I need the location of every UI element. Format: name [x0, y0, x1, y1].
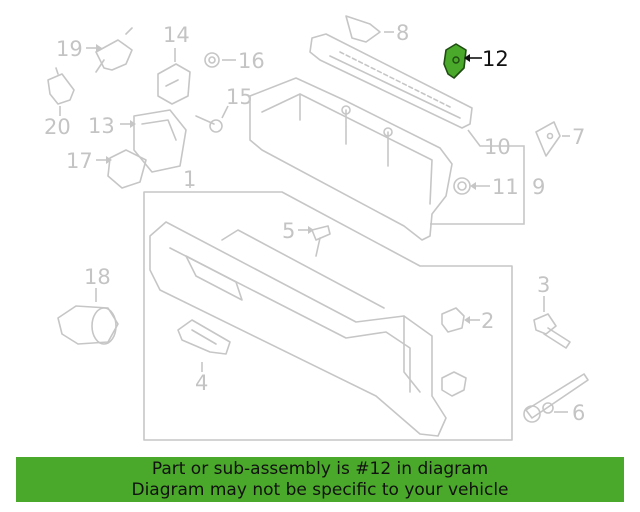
part-11-bumper [453, 177, 471, 195]
part-8-bracket [345, 15, 381, 43]
callout-10: 10 [484, 135, 511, 159]
leader-10 [430, 129, 525, 225]
part-1-outline [143, 191, 513, 441]
part-13-latch [133, 109, 187, 173]
callout-6: 6 [572, 401, 585, 425]
callout-19: 19 [56, 37, 83, 61]
part-10-hinge-strip [309, 33, 473, 129]
callout-17: 17 [66, 149, 93, 173]
callout-16: 16 [238, 49, 265, 73]
callout-1: 1 [183, 167, 196, 191]
callout-15: 15 [226, 85, 253, 109]
part-4-striker [177, 319, 231, 355]
part-20-clip [47, 67, 75, 105]
arrow-19 [96, 44, 102, 52]
leader-15 [221, 105, 229, 119]
callout-20: 20 [44, 115, 71, 139]
callout-7: 7 [572, 125, 585, 149]
callout-8: 8 [396, 21, 409, 45]
callout-18: 18 [84, 265, 111, 289]
part-7-bracket [535, 121, 561, 157]
arrow-12 [464, 54, 470, 62]
part-2-bumper [441, 307, 465, 333]
grommet [441, 371, 467, 397]
arrow-5 [308, 226, 314, 234]
glove-box-bin [149, 221, 447, 437]
part-19-clip [95, 27, 133, 73]
arrow-13 [130, 120, 136, 128]
callout-11: 11 [492, 175, 519, 199]
callout-14: 14 [163, 23, 190, 47]
callout-5: 5 [282, 219, 295, 243]
callout-3: 3 [537, 273, 550, 297]
part-15-screw [195, 115, 223, 133]
arrow-17 [106, 156, 112, 164]
part-9-door [249, 77, 453, 241]
banner-line-2: Diagram may not be specific to your vehi… [131, 480, 509, 500]
part-14-switch [157, 63, 191, 105]
banner-line-1: Part or sub-assembly is #12 in diagram [151, 459, 489, 479]
callout-9: 9 [532, 175, 545, 199]
callout-2: 2 [481, 309, 494, 333]
part-12-clip-highlighted [443, 43, 467, 79]
callout-13: 13 [88, 114, 115, 138]
part-6-damper [523, 373, 589, 423]
arrow-2 [464, 316, 470, 324]
part-18-lamp [57, 305, 119, 345]
parts-diagram: 19 20 14 16 15 13 17 8 [44, 15, 589, 441]
part-16-nut [204, 52, 220, 68]
info-banner: Part or sub-assembly is #12 in diagram D… [16, 457, 624, 502]
callout-4: 4 [195, 371, 208, 395]
callout-12: 12 [482, 47, 509, 71]
part-17-pad [107, 149, 147, 189]
part-3-bolt [533, 313, 571, 349]
part-5-screw [311, 225, 331, 257]
arrow-11 [470, 182, 476, 190]
